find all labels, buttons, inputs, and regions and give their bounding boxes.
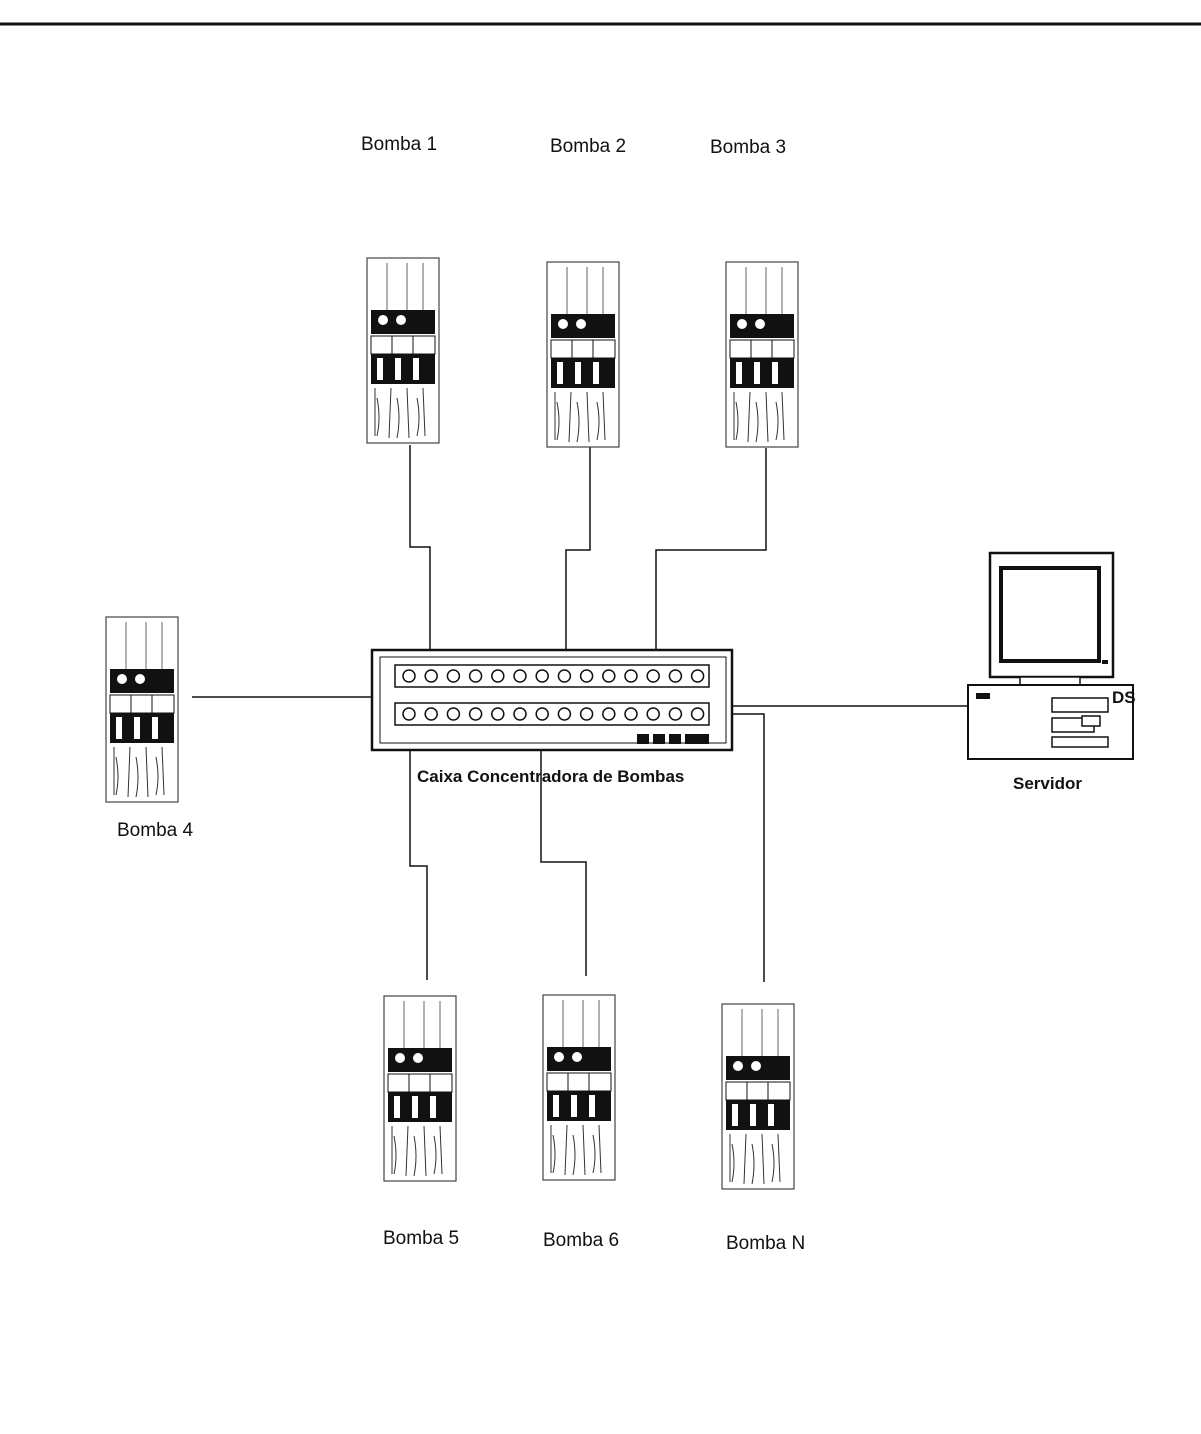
hub-port	[668, 669, 683, 683]
label-bomba-1: Bomba 1	[361, 134, 437, 155]
label-bomba-2: Bomba 2	[550, 136, 626, 157]
label-bomba-6: Bomba 6	[543, 1230, 619, 1251]
hub-port	[424, 669, 438, 683]
pump-bomba-4	[105, 616, 179, 803]
label-bomba-4: Bomba 4	[117, 820, 193, 841]
link-bomba-5	[409, 714, 428, 980]
link-bomba-6	[540, 714, 587, 976]
hub-port	[602, 707, 616, 721]
pump-bomba-1	[366, 257, 440, 444]
hub-port	[690, 707, 705, 721]
hub-port	[513, 669, 527, 683]
server-case-mark: DS	[1112, 688, 1136, 707]
hub-port	[424, 707, 438, 721]
hub-port	[624, 669, 638, 683]
hub-port	[557, 707, 572, 721]
label-bomba-5: Bomba 5	[383, 1228, 459, 1249]
hub-port	[535, 707, 549, 721]
hub-port	[468, 707, 483, 721]
hub-port	[646, 669, 660, 683]
hub-port	[557, 669, 572, 683]
connection-lines	[192, 445, 968, 982]
hub-port	[690, 669, 705, 683]
pump-bomba-2	[546, 261, 620, 448]
link-bomba-2	[565, 445, 591, 674]
link-bomba-n	[676, 713, 765, 982]
hub-ports	[402, 669, 705, 721]
hub-port	[513, 707, 527, 721]
pump-bomba-3	[725, 261, 799, 448]
hub-port	[668, 707, 683, 721]
label-bomba-n: Bomba N	[726, 1233, 805, 1254]
hub-port	[602, 669, 616, 683]
label-servidor: Servidor	[1013, 774, 1082, 793]
hub-port	[446, 669, 461, 683]
pump-bomba-6	[542, 994, 616, 1181]
label-hub: Caixa Concentradora de Bombas	[417, 767, 684, 786]
hub-port	[468, 669, 483, 683]
pump-bomba-5	[383, 995, 457, 1182]
hub-port	[624, 707, 638, 721]
hub-port	[646, 707, 660, 721]
hub-port	[491, 707, 505, 721]
link-bomba-1	[409, 445, 431, 674]
hub-port	[579, 707, 594, 721]
hub-port	[446, 707, 461, 721]
hub-box	[370, 648, 734, 752]
hub-port	[491, 669, 505, 683]
server-computer: DS	[967, 551, 1136, 760]
hub-port	[402, 707, 416, 721]
label-bomba-3: Bomba 3	[710, 137, 786, 158]
hub-port	[579, 669, 594, 683]
pump-bomba-n	[721, 1003, 795, 1190]
hub-port	[402, 669, 416, 683]
link-bomba-3	[655, 448, 767, 674]
hub-port	[535, 669, 549, 683]
